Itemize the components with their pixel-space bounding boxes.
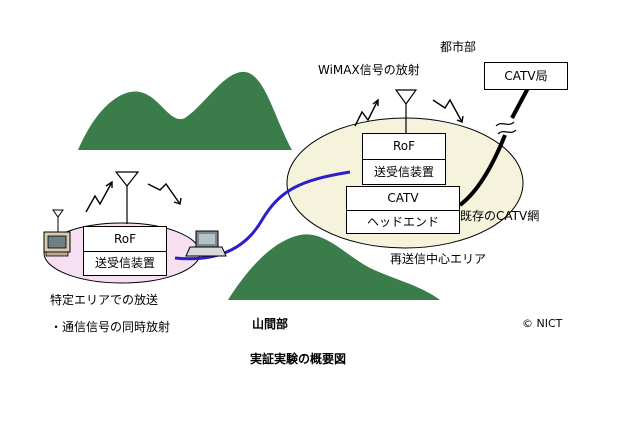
rof-right-line2: 送受信装置 [363, 158, 445, 185]
catv-headend-box: CATV ヘッドエンド [346, 186, 460, 234]
cable-break-mark [495, 121, 517, 135]
specific-area-label-2: ・通信信号の同時放射 [50, 320, 171, 334]
specific-area-label-1: 特定エリアでの放送 [50, 293, 159, 307]
catv-station-box: CATV局 [484, 62, 568, 90]
mountain-area-label: 山間部 [252, 317, 289, 331]
antenna-right-icon [394, 89, 418, 134]
rof-left-line2: 送受信装置 [84, 250, 166, 276]
caption-label: 実証実験の概要図 [250, 352, 347, 366]
rof-right-box: RoF 送受信装置 [362, 133, 446, 185]
catv-headend-line1: CATV [387, 191, 419, 206]
tv-icon [43, 231, 71, 257]
catv-station-label: CATV局 [504, 69, 548, 83]
rof-right-line1: RoF [392, 139, 416, 154]
rof-fiber-link [174, 170, 351, 261]
small-antenna-icon [52, 209, 64, 232]
mountain-left [78, 71, 292, 150]
city-label: 都市部 [440, 40, 477, 54]
radiation-bolt-icon [85, 98, 464, 213]
rof-left-box: RoF 送受信装置 [83, 226, 167, 276]
wimax-label: WiMAX信号の放射 [318, 63, 420, 77]
catv-network-cable [458, 134, 507, 207]
catv-cable-to-station [510, 87, 530, 119]
catv-headend-line2: ヘッドエンド [347, 209, 459, 234]
antenna-left-icon [114, 171, 140, 224]
laptop-icon [185, 230, 227, 257]
rof-left-line1: RoF [113, 231, 137, 246]
credit-label: © NICT [522, 317, 563, 330]
existing-catv-label: 既存のCATV網 [460, 209, 540, 223]
mountain-center [228, 234, 440, 300]
resend-area-label: 再送信中心エリア [390, 252, 487, 266]
